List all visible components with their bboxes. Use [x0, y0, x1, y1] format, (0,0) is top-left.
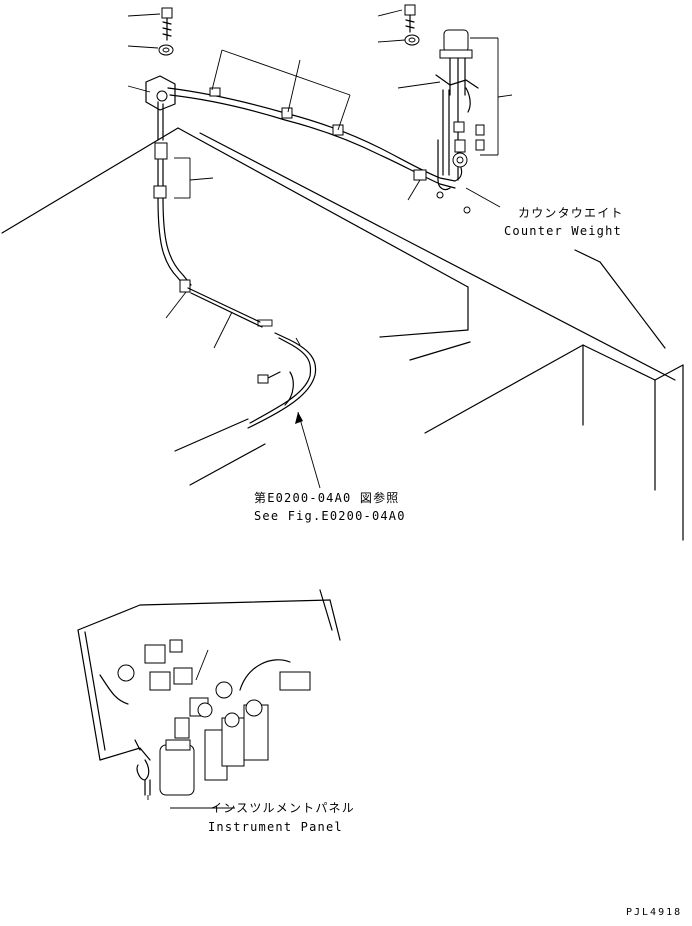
instrument-panel-label-jp: インスツルメントパネル	[210, 801, 355, 815]
leader-lines	[127, 9, 513, 681]
counterweight-label-en: Counter Weight	[504, 224, 622, 238]
reference-label-en: See Fig.E0200-04A0	[254, 509, 406, 523]
beacon-assembly	[404, 4, 485, 214]
instrument-panel-sketch	[77, 589, 341, 809]
left-bracket	[145, 7, 317, 429]
machine-body-outline	[1, 127, 684, 541]
drawing-number: PJL4918	[626, 907, 683, 918]
counterweight-label-jp: カウンタウエイト	[518, 206, 624, 220]
instrument-panel-label-en: Instrument Panel	[208, 820, 343, 834]
reference-label-jp: 第E0200-04A0 図参照	[254, 491, 400, 505]
harness-top	[167, 87, 463, 189]
